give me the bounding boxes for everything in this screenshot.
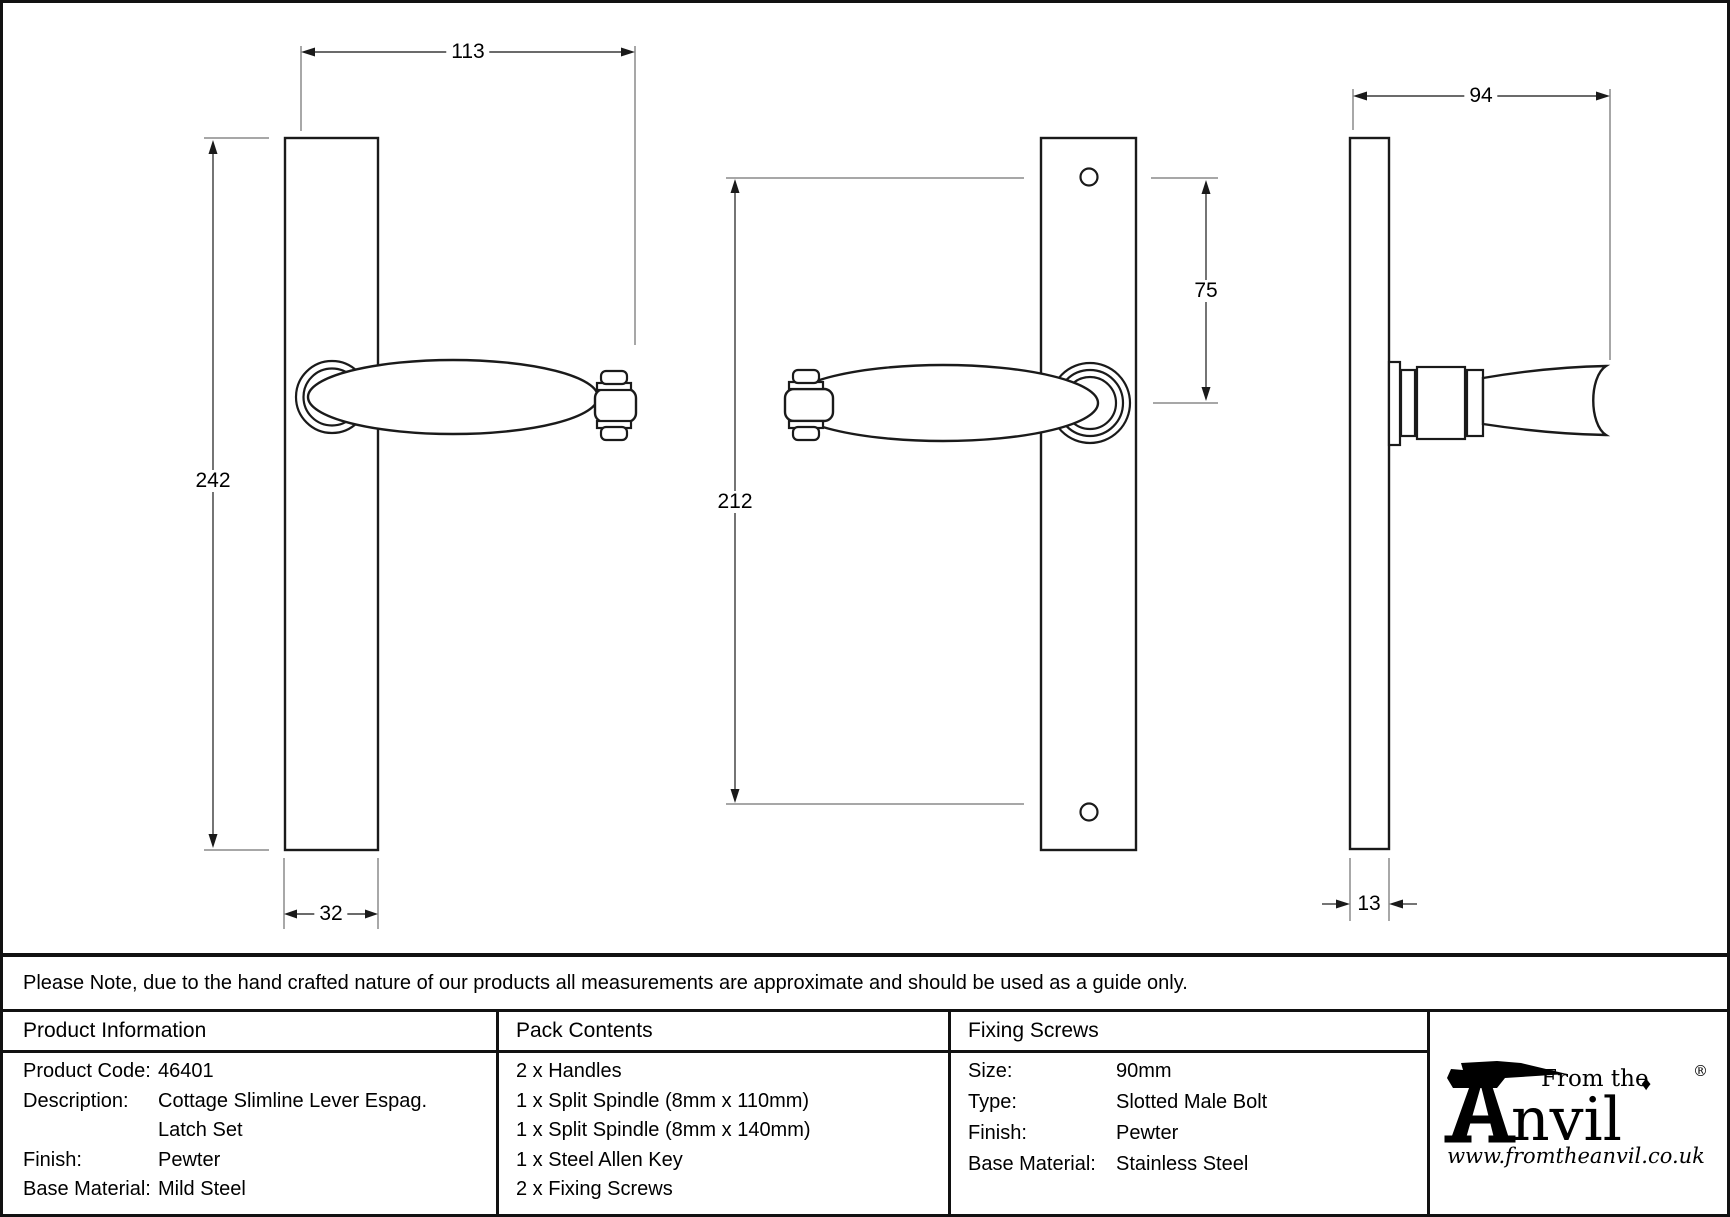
bolt-dome-bottom-2 bbox=[791, 425, 821, 442]
finish-label: Finish: bbox=[23, 1149, 82, 1171]
lever-side-profile bbox=[1481, 364, 1611, 437]
dim-label-113: 113 bbox=[446, 41, 490, 63]
bolt-dome-bottom bbox=[599, 425, 629, 442]
base-material-value: Mild Steel bbox=[158, 1178, 246, 1200]
dim-label-212: 212 bbox=[712, 491, 758, 513]
lever-grip bbox=[306, 358, 600, 436]
product-code-label: Product Code: bbox=[23, 1060, 151, 1082]
brand-logo: nvil From the ♦ ® www.fromtheanvil.co.uk bbox=[1441, 1060, 1711, 1172]
screw-material-value: Stainless Steel bbox=[1116, 1153, 1249, 1175]
registered-mark: ® bbox=[1693, 1062, 1708, 1080]
screw-hole-top bbox=[1079, 167, 1099, 187]
lever-grip-2 bbox=[786, 363, 1100, 443]
screw-hole-bottom bbox=[1079, 802, 1099, 822]
collar-ring-1 bbox=[1399, 368, 1417, 438]
screw-finish-value: Pewter bbox=[1116, 1122, 1179, 1144]
table-divider-1 bbox=[496, 1012, 499, 1214]
description-label: Description: bbox=[23, 1090, 129, 1112]
pack-item-5: 2 x Fixing Screws bbox=[516, 1178, 673, 1200]
dim-label-75: 75 bbox=[1189, 280, 1223, 302]
finish-value: Pewter bbox=[158, 1149, 221, 1171]
anvil-icon bbox=[1447, 1061, 1567, 1088]
pack-item-3: 1 x Split Spindle (8mm x 140mm) bbox=[516, 1119, 811, 1141]
dimension-plate-thickness-13 bbox=[1322, 858, 1417, 921]
product-code-value: 46401 bbox=[158, 1060, 214, 1082]
lever-end-cap bbox=[593, 387, 638, 424]
collar-block bbox=[1415, 365, 1467, 441]
brand-name-remainder: nvil bbox=[1511, 1085, 1622, 1155]
backplate-front bbox=[283, 136, 380, 852]
dim-label-242: 242 bbox=[190, 470, 236, 492]
lever-end-cap-2 bbox=[783, 387, 835, 423]
screw-type-label: Type: bbox=[968, 1091, 1017, 1113]
base-material-label: Base Material: bbox=[23, 1178, 151, 1200]
dim-label-32: 32 bbox=[314, 903, 348, 925]
bolt-dome-top-2 bbox=[791, 368, 821, 385]
measurement-note: Please Note, due to the hand crafted nat… bbox=[23, 972, 1188, 994]
brand-url: www.fromtheanvil.co.uk bbox=[1447, 1144, 1705, 1168]
brand-prefix: From the bbox=[1541, 1066, 1649, 1092]
table-header-separator bbox=[3, 1050, 1427, 1053]
table-divider-2 bbox=[948, 1012, 951, 1214]
collar-ring-2 bbox=[1465, 368, 1485, 438]
letter-a bbox=[1444, 1083, 1516, 1143]
screw-finish-label: Finish: bbox=[968, 1122, 1027, 1144]
dimension-plate-width-32 bbox=[283, 858, 379, 929]
note-row: Please Note, due to the hand crafted nat… bbox=[3, 953, 1727, 1012]
dimension-projection-94 bbox=[1352, 89, 1611, 360]
technical-drawing bbox=[204, 46, 1611, 929]
front-view-lever-left bbox=[726, 136, 1218, 852]
dim-label-13: 13 bbox=[1352, 893, 1386, 915]
table-divider-logo bbox=[1427, 1012, 1430, 1214]
screw-size-value: 90mm bbox=[1116, 1060, 1172, 1082]
dimension-screw-spacing-212 bbox=[726, 177, 1024, 805]
description-value: Cottage Slimline Lever Espag. bbox=[158, 1090, 428, 1112]
pack-item-2: 1 x Split Spindle (8mm x 110mm) bbox=[516, 1090, 810, 1112]
pack-contents-header: Pack Contents bbox=[516, 1019, 653, 1042]
pack-item-1: 2 x Handles bbox=[516, 1060, 622, 1082]
product-information-header: Product Information bbox=[23, 1019, 207, 1042]
dim-label-94: 94 bbox=[1464, 85, 1498, 107]
screw-material-label: Base Material: bbox=[968, 1153, 1096, 1175]
description-value-2: Latch Set bbox=[158, 1119, 243, 1141]
backplate-side bbox=[1348, 136, 1391, 851]
side-view bbox=[1322, 89, 1611, 921]
from-the-anvil-logo: nvil From the ♦ ® www.fromtheanvil.co.uk bbox=[1444, 1061, 1708, 1168]
bolt-dome-top bbox=[599, 369, 629, 386]
fixing-screws-header: Fixing Screws bbox=[968, 1019, 1099, 1042]
dimension-height-242 bbox=[204, 137, 269, 851]
rose-side bbox=[1387, 360, 1402, 447]
diamond-icon: ♦ bbox=[1641, 1073, 1651, 1095]
screw-size-label: Size: bbox=[968, 1060, 1013, 1082]
pack-item-4: 1 x Steel Allen Key bbox=[516, 1149, 683, 1171]
front-view-lever-right bbox=[204, 46, 638, 929]
screw-type-value: Slotted Male Bolt bbox=[1116, 1091, 1268, 1113]
backplate-front-2 bbox=[1039, 136, 1138, 852]
